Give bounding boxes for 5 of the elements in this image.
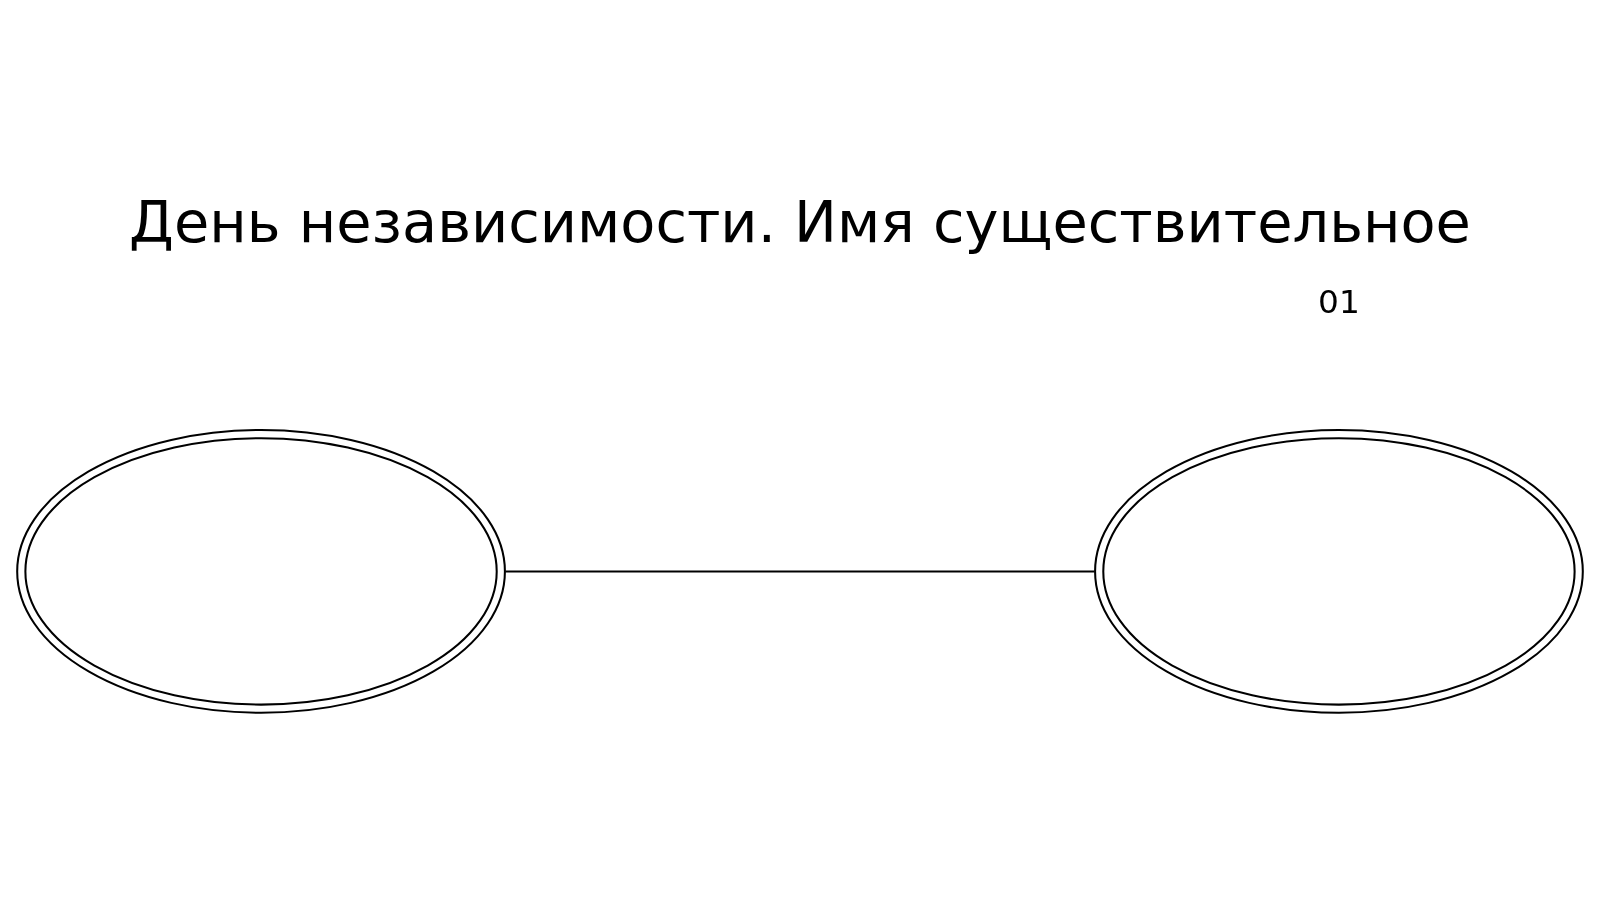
node-ellipse: [1094, 428, 1584, 714]
node-ellipse: [16, 428, 506, 714]
label: 01: [1318, 282, 1360, 321]
diagram-title: День независимости. Имя существительное: [129, 188, 1471, 256]
connector: [505, 569, 1095, 572]
